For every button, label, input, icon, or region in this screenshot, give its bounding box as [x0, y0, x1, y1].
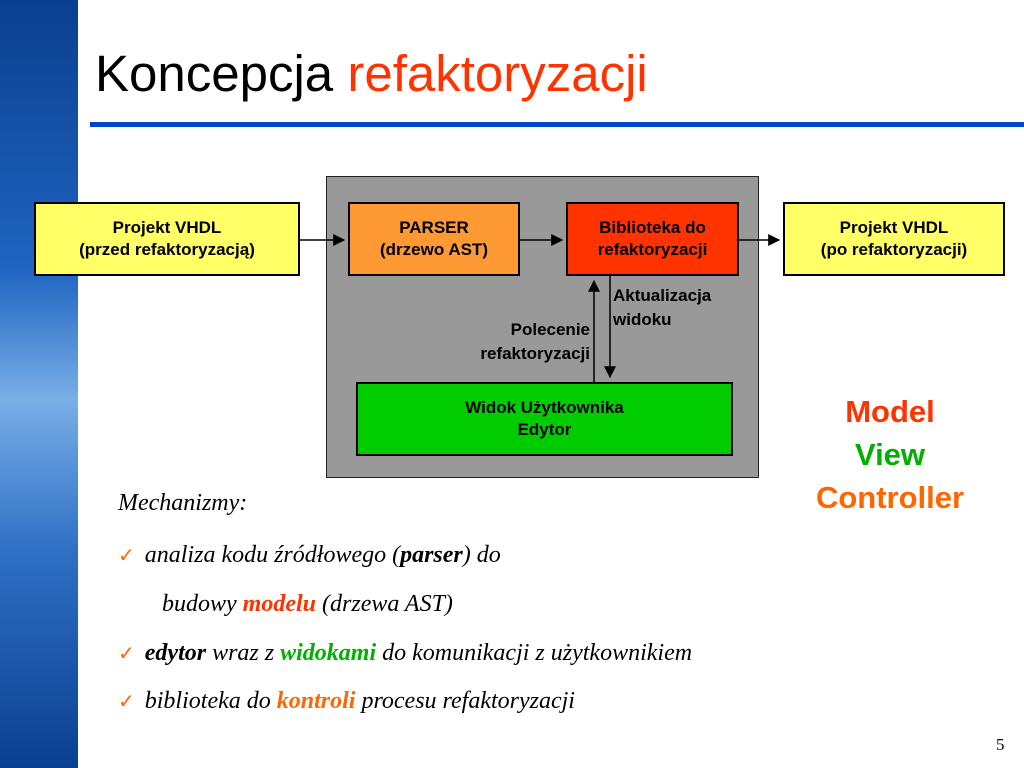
title-accent: refaktoryzacji [347, 45, 648, 102]
list-item: ✓edytor wraz z widokami do komunikacji z… [118, 640, 693, 666]
parser-line2: (drzewo AST) [380, 240, 488, 259]
list-item-continuation: budowy modelu (drzewa AST) [162, 591, 453, 617]
update-label-line1: Aktualizacja [613, 286, 712, 305]
page-number: 5 [996, 735, 1005, 754]
library-box: Biblioteka do refaktoryzacji [566, 202, 739, 276]
project-after-box: Projekt VHDL (po refaktoryzacji) [783, 202, 1005, 276]
mvc-label: Model View Controller [790, 390, 990, 519]
mvc-view: View [854, 437, 926, 472]
list-item: ✓analiza kodu źródłowego (parser) do [118, 542, 501, 568]
library-line2: refaktoryzacji [597, 240, 708, 259]
parser-line1: PARSER [399, 218, 469, 237]
mvc-model: Model [845, 394, 935, 429]
update-label: Aktualizacja widoku [613, 284, 763, 332]
list-item: ✓biblioteka do kontroli procesu refaktor… [118, 688, 575, 714]
command-label-line1: Polecenie [510, 320, 590, 339]
checkmark-icon: ✓ [118, 543, 135, 567]
user-view-line1: Widok Użytkownika [465, 398, 624, 417]
title-underline [90, 122, 1024, 127]
title-main: Koncepcja [95, 45, 334, 102]
project-before-box: Projekt VHDL (przed refaktoryzacją) [34, 202, 300, 276]
project-before-line1: Projekt VHDL [112, 218, 222, 237]
command-label: Polecenie refaktoryzacji [440, 318, 590, 366]
slide-title: Koncepcja refaktoryzacji [95, 44, 648, 103]
sidebar-stripe [0, 0, 78, 768]
project-after-line2: (po refaktoryzacji) [820, 240, 968, 259]
parser-box: PARSER (drzewo AST) [348, 202, 520, 276]
library-line1: Biblioteka do [599, 218, 706, 237]
user-view-box: Widok Użytkownika Edytor [356, 382, 733, 456]
command-label-line2: refaktoryzacji [480, 344, 590, 363]
checkmark-icon: ✓ [118, 689, 135, 713]
update-label-line2: widoku [613, 310, 672, 329]
mvc-controller: Controller [815, 480, 965, 515]
mechanisms-heading: Mechanizmy: [118, 490, 248, 516]
project-before-line2: (przed refaktoryzacją) [79, 240, 255, 259]
user-view-line2: Edytor [517, 420, 572, 439]
project-after-line1: Projekt VHDL [839, 218, 949, 237]
checkmark-icon: ✓ [118, 641, 135, 665]
